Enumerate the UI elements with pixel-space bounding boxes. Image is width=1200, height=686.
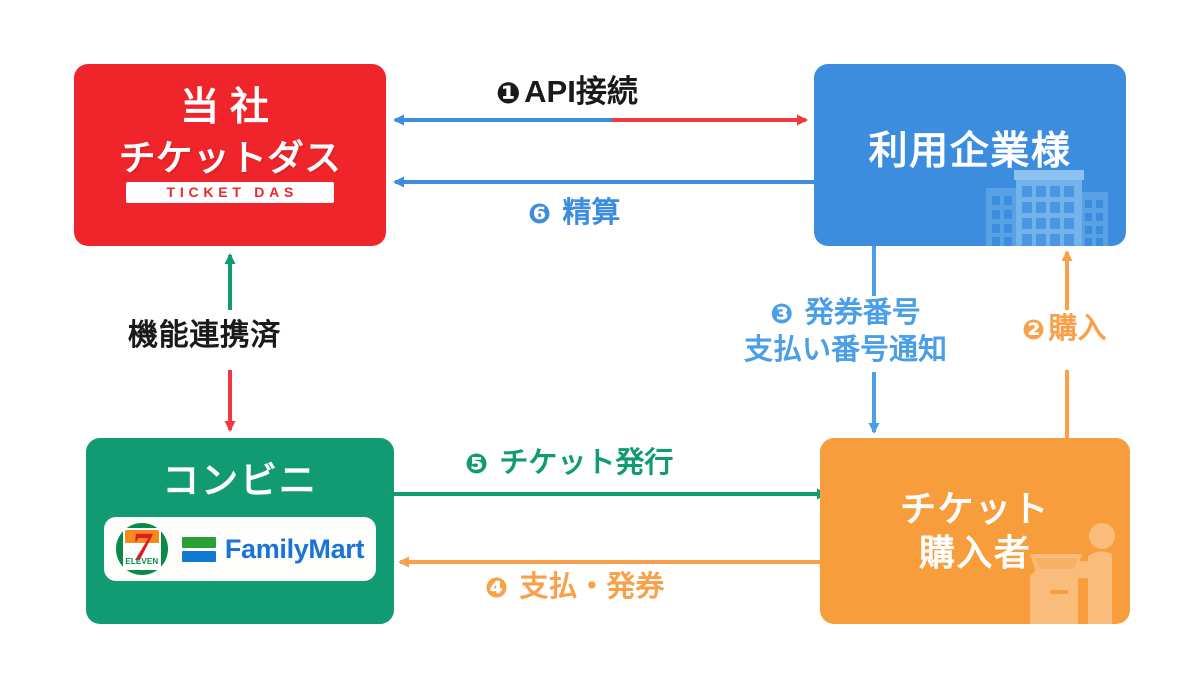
node-ticket-buyer[interactable]: チケット 購入者	[820, 438, 1130, 624]
node-convenience-store[interactable]: コンビニ 7 ELEVEN FamilyMart	[86, 438, 394, 624]
flow-text-4: 支払・発券	[519, 571, 665, 603]
node-convenience-store-title: コンビニ	[162, 460, 318, 501]
node-client-company[interactable]: 利用企業様	[814, 64, 1126, 246]
flow-text-3-line1: 発券番号	[804, 297, 921, 329]
seven-eleven-numeral: 7	[129, 524, 155, 570]
label-flow-ticket-issue: ❺ チケット発行	[465, 446, 673, 480]
ticket-das-logo: チケットダス TICKET DAS	[118, 136, 342, 203]
node-ticket-buyer-title-line2: 購入者	[918, 532, 1032, 573]
flow-number-2: ❷	[1022, 314, 1046, 346]
familymart-logo-icon: FamilyMart	[181, 533, 365, 564]
flow-number-1: ❶	[496, 78, 521, 111]
flow-text-3-line2: 支払い番号通知	[744, 334, 948, 367]
ticket-das-logo-kana: チケットダス	[118, 136, 342, 178]
convenience-brand-panel: 7 ELEVEN FamilyMart	[104, 517, 376, 582]
office-building-icon	[986, 170, 1108, 246]
person-at-kiosk-icon	[1030, 523, 1115, 624]
node-company-title: 当社	[180, 86, 280, 129]
seven-eleven-wordmark: ELEVEN	[125, 557, 159, 567]
flow-number-5: ❺	[465, 448, 489, 480]
familymart-wordmark: FamilyMart	[224, 533, 365, 564]
label-flow-feature-linked: 機能連携済	[128, 318, 281, 353]
familymart-bars-icon	[181, 536, 216, 562]
node-company[interactable]: 当社 チケットダス TICKET DAS	[74, 64, 386, 246]
label-flow-settlement: ❻ 精算	[528, 196, 620, 230]
flow-text-7: 機能連携済	[128, 319, 281, 352]
flow-text-5: チケット発行	[499, 447, 674, 479]
flow-text-2: 購入	[1048, 313, 1107, 345]
flow-number-4: ❹	[485, 572, 509, 604]
label-flow-issue-number-notice: ❸ 発券番号 支払い番号通知	[744, 296, 947, 367]
flow-number-3: ❸	[770, 298, 794, 330]
flow-text-1: API接続	[524, 74, 638, 109]
ticket-das-logo-roman: TICKET DAS	[166, 183, 299, 200]
node-ticket-buyer-title-line1: チケット	[900, 488, 1050, 530]
flow-number-6: ❻	[528, 198, 552, 230]
ticket-das-logo-bar: TICKET DAS	[125, 181, 334, 203]
label-flow-payment-ticketing: ❹ 支払・発券	[485, 570, 664, 604]
flow-text-6: 精算	[562, 197, 621, 229]
seven-eleven-logo-icon: 7 ELEVEN	[115, 523, 168, 576]
node-client-company-title: 利用企業様	[868, 130, 1072, 174]
